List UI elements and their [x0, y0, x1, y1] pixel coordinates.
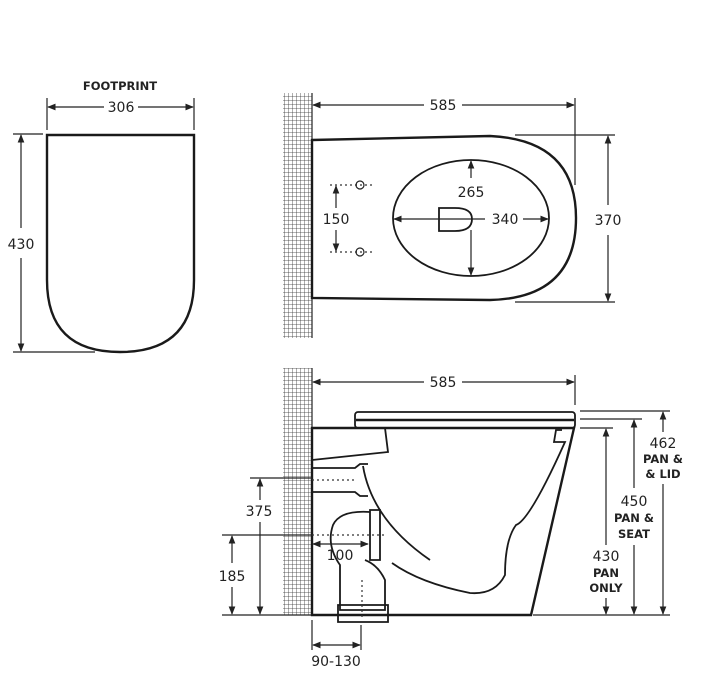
fixing-spacing-label: 150	[323, 212, 350, 228]
fixing-hole-icon	[355, 180, 365, 190]
height-lid-line2: & LID	[645, 467, 680, 481]
plan-width-label: 370	[595, 213, 622, 229]
height-pan-line1: PAN	[593, 566, 619, 580]
plan-view: 585 265 340 150 370	[283, 93, 621, 338]
height-lid-line1: PAN &	[643, 452, 683, 466]
wall-hatch-icon	[283, 368, 312, 615]
height-seat-line2: SEAT	[618, 527, 650, 541]
footprint-width-label: 306	[108, 100, 135, 116]
inlet-height-label: 375	[246, 504, 273, 520]
plan-length-label: 585	[430, 98, 457, 114]
set-out-label: 90-130	[311, 654, 361, 670]
footprint-depth-label: 430	[8, 237, 35, 253]
height-pan-line2: ONLY	[589, 581, 623, 595]
outlet-height-label: 185	[219, 569, 246, 585]
side-view: 585 375 185 100 90-130	[219, 368, 683, 670]
height-seat-line1: PAN &	[614, 511, 654, 525]
height-lid-value: 462	[650, 436, 677, 452]
bowl-length-label: 340	[492, 212, 519, 228]
footprint-view: FOOTPRINT 306 430	[8, 79, 196, 354]
side-length-label: 585	[430, 375, 457, 391]
outlet-projection-label: 100	[327, 548, 354, 564]
wall-hatch-icon	[283, 93, 312, 338]
height-seat-value: 450	[621, 494, 648, 510]
footprint-title: FOOTPRINT	[83, 79, 157, 93]
height-pan-value: 430	[593, 549, 620, 565]
bowl-width-label: 265	[458, 185, 485, 201]
fixing-hole-icon	[355, 247, 365, 257]
